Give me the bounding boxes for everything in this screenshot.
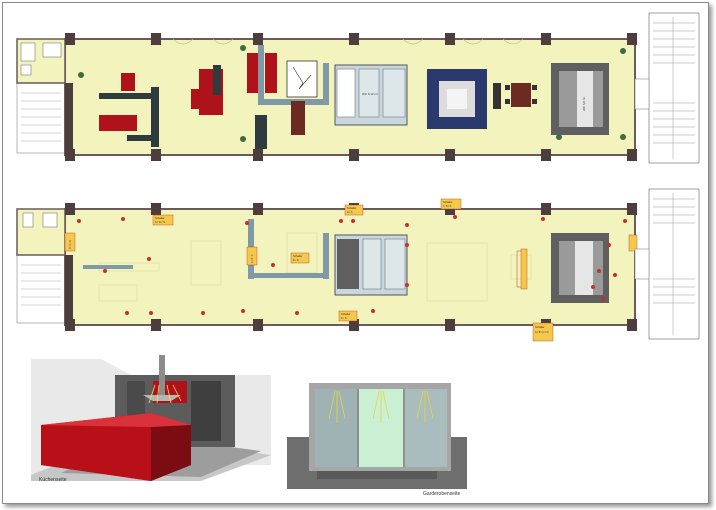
svg-text:A / S: A / S (347, 210, 353, 214)
switch-label: Schalter I / S / A (440, 198, 462, 210)
wc-area-label-1: WC 6,12 m² (362, 92, 378, 96)
kitchen-rendering (31, 355, 271, 481)
svg-text:Schalter: Schalter (155, 216, 165, 220)
wc-core: WC 6,12 m² (334, 64, 408, 126)
furnished-floor-plan: WC 6,12 m² WC 6,8 m² (16, 12, 700, 164)
wc-core-2 (334, 234, 408, 296)
wardrobe-rendering (287, 383, 467, 489)
svg-text:B / G / A: B / G / A (69, 240, 72, 249)
svg-text:A / B / C / D: A / B / C / D (535, 330, 549, 334)
wc-area-label-2: WC 6,8 m² (582, 97, 586, 111)
svg-text:Schalter: Schalter (535, 325, 545, 329)
kitchen-caption: Küchenseite (39, 477, 67, 483)
reception-desks (99, 73, 159, 147)
electrical-floor-plan: Schalter K / G / S Schalter A / S Schalt… (16, 188, 700, 342)
switch-label: Schalter A / S (344, 204, 364, 216)
svg-text:Schalter: Schalter (293, 254, 303, 258)
svg-text:K / S: K / S (341, 316, 347, 320)
lounge-area (427, 69, 501, 129)
kitchen-block: WC 6,8 m² (551, 63, 609, 135)
wardrobe-caption: Garderobenseite (423, 491, 461, 497)
desk-group-red (191, 53, 277, 115)
left-stair-2 (16, 254, 66, 324)
switch-label: A / B / C (246, 246, 258, 266)
svg-text:K / G / S: K / G / S (155, 220, 165, 224)
switch-label: Schalter K / S (290, 252, 310, 264)
svg-text:I / S / A: I / S / A (443, 204, 452, 208)
switch-label: Schalter K / S (338, 310, 358, 322)
switch-label: B / G / A (64, 232, 76, 252)
svg-text:Schalter: Schalter (341, 312, 351, 316)
drawing-sheet: WC 6,12 m² WC 6,8 m² (2, 2, 709, 504)
right-stair-2 (648, 188, 700, 340)
svg-text:A / B / C: A / B / C (251, 254, 254, 263)
svg-text:Schalter: Schalter (443, 200, 453, 204)
left-stair (16, 82, 66, 154)
electrical-symbols (77, 215, 627, 315)
right-stair (648, 12, 700, 164)
dining-table (505, 83, 537, 107)
switch-label: Schalter K / G / S (152, 214, 174, 226)
kitchen-block-2 (551, 233, 609, 303)
svg-text:Schalter: Schalter (347, 206, 357, 210)
svg-text:K / S: K / S (293, 258, 299, 262)
switch-label: Schalter A / B / C / D (532, 322, 554, 342)
